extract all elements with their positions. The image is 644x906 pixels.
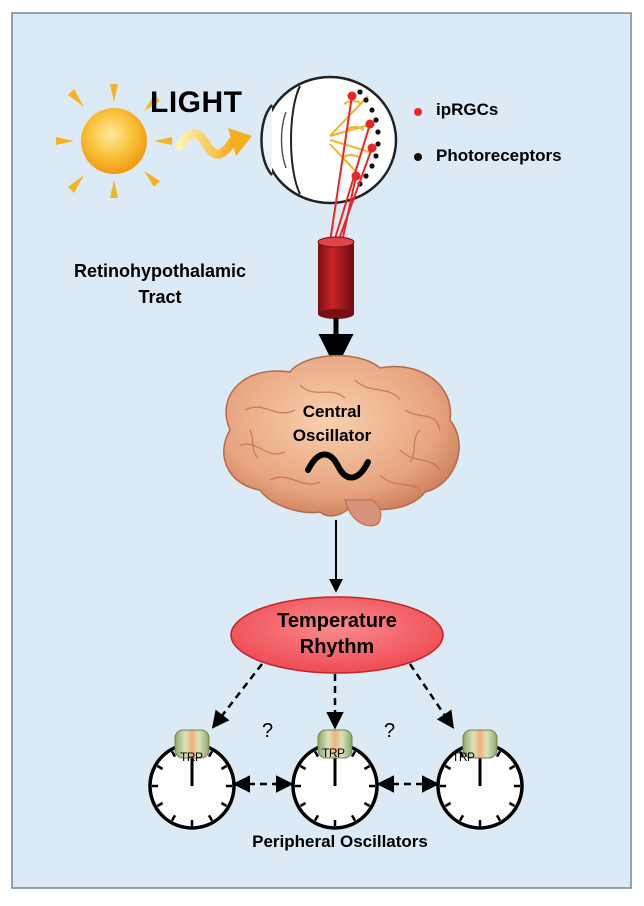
clock-tick xyxy=(458,814,465,822)
trp-label-center: TRP xyxy=(322,746,345,760)
photoreceptor-dot xyxy=(357,89,363,95)
light-wave-arrow xyxy=(175,128,252,159)
clock-tick xyxy=(220,801,228,808)
clock-tick xyxy=(508,764,516,771)
temperature-rhythm-line2: Rhythm xyxy=(299,636,375,658)
clock-tick xyxy=(156,764,164,771)
peripheral-clock-right xyxy=(436,729,524,830)
trp-label-left: TRP xyxy=(180,750,203,764)
brain-icon xyxy=(223,354,460,527)
clock-tick xyxy=(495,814,502,822)
clock-tick xyxy=(444,801,452,808)
photoreceptor-dot xyxy=(373,153,379,159)
trp-channel-icon xyxy=(174,729,210,759)
temperature-to-left-clock-arrow xyxy=(211,663,263,729)
trp-channel-icon xyxy=(462,729,498,759)
retinohypothalamic-tract-label: Retinohypothalamic Tract xyxy=(40,258,280,310)
photoreceptor-legend-dot xyxy=(414,153,422,161)
central-oscillator-line1: Central xyxy=(302,402,362,421)
clock-tick xyxy=(350,814,357,822)
peripheral-oscillators-label: Peripheral Oscillators xyxy=(252,832,428,851)
photoreceptor-dot xyxy=(375,141,381,147)
clock-tick xyxy=(156,801,164,808)
photoreceptor-dot xyxy=(375,129,381,135)
optic-nerve-fibers xyxy=(329,95,373,243)
photoreceptor-legend-label: Photoreceptors xyxy=(436,146,562,165)
clock-tick xyxy=(363,764,371,771)
clock-tick xyxy=(170,814,177,822)
temperature-rhythm-label: Temperature Rhythm xyxy=(237,608,437,660)
trp-channel-icon xyxy=(317,729,353,759)
peripheral-clock-left xyxy=(148,729,236,830)
clock-tick xyxy=(495,750,502,758)
photoreceptor-dots xyxy=(357,89,381,187)
clock-tick xyxy=(207,750,214,758)
clock-tick xyxy=(299,764,307,771)
trp-label-right: TRP xyxy=(452,750,475,764)
light-label: LIGHT xyxy=(150,86,243,119)
photoreceptor-dot xyxy=(369,163,375,169)
question-mark-right: ? xyxy=(384,720,396,742)
clock-tick xyxy=(207,814,214,822)
clock-tick xyxy=(350,750,357,758)
clock-tick xyxy=(220,764,228,771)
iprgc-legend-label: ipRGCs xyxy=(436,100,499,119)
photoreceptor-dot xyxy=(363,97,369,103)
temperature-rhythm-line1: Temperature xyxy=(277,610,397,632)
question-mark-left: ? xyxy=(262,720,274,742)
photoreceptor-dot xyxy=(373,117,379,123)
sun-icon xyxy=(56,84,172,198)
clock-tick xyxy=(363,801,371,808)
clock-tick xyxy=(170,750,177,758)
tract-label-line1: Retinohypothalamic xyxy=(73,261,247,281)
eye-icon xyxy=(260,75,398,205)
temperature-rhythm-ellipse xyxy=(230,596,444,674)
temperature-to-right-clock-arrow xyxy=(408,663,454,729)
tract-label-line2: Tract xyxy=(138,287,182,307)
clock-tick xyxy=(313,750,320,758)
photoreceptor-dot xyxy=(369,107,375,113)
peripheral-clock-center xyxy=(291,729,379,830)
clock-tick xyxy=(313,814,320,822)
clock-tick xyxy=(508,801,516,808)
photoreceptor-dot xyxy=(363,173,369,179)
clock-tick xyxy=(444,764,452,771)
central-oscillator-label: Central Oscillator xyxy=(262,400,402,448)
clock-tick xyxy=(299,801,307,808)
retinohypothalamic-tract-tube xyxy=(317,236,355,319)
iprgc-legend-dot xyxy=(414,108,422,116)
clock-tick xyxy=(458,750,465,758)
central-oscillator-line2: Oscillator xyxy=(292,426,372,445)
